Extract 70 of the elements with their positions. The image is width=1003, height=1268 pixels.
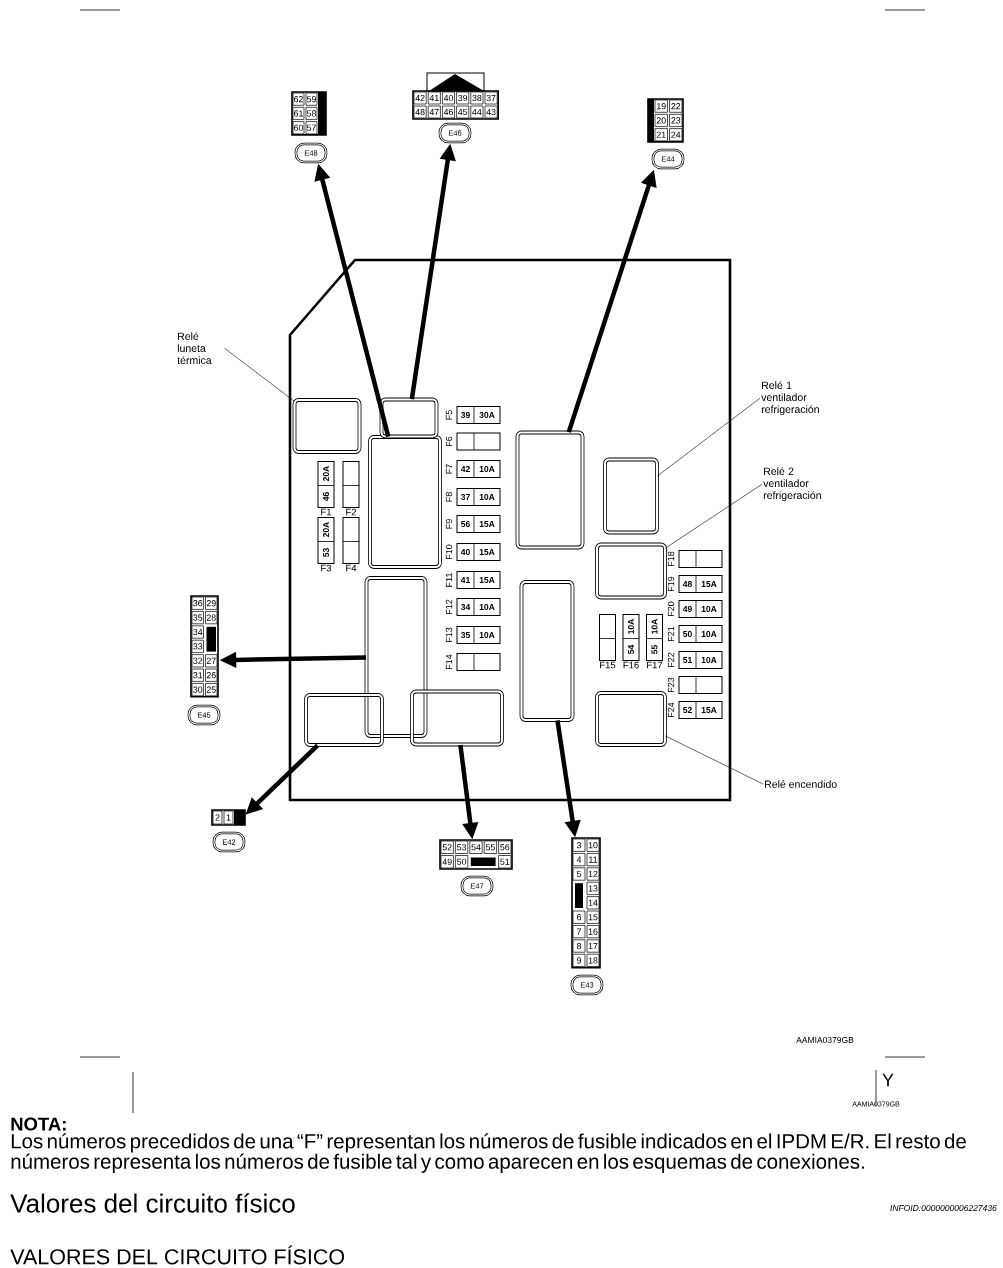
- fuse-label: F22: [667, 652, 675, 667]
- leader-line: [665, 735, 764, 785]
- fuse-label: F6: [445, 436, 453, 446]
- fuse-label: F5: [445, 410, 453, 420]
- connector-socket: [364, 576, 428, 738]
- fuse: 51 10A: [678, 651, 723, 669]
- fuse: 48 15A: [678, 575, 723, 593]
- fuse-label: F12: [445, 599, 453, 614]
- fuse: 50 10A: [678, 625, 723, 643]
- fuse-label: F10: [445, 544, 453, 559]
- relay: [595, 542, 667, 600]
- fuse: 40 15A: [456, 543, 501, 561]
- fuse: 55 10A: [646, 614, 663, 661]
- fuse-label: F1: [321, 508, 332, 516]
- fuse-label: F19: [667, 576, 675, 591]
- fuse-label: F3: [321, 564, 332, 572]
- fuse-label: F23: [667, 677, 675, 692]
- fuse: 46 20A: [317, 461, 335, 508]
- fuse: 53 20A: [317, 517, 335, 564]
- fuse-label: F17: [647, 661, 663, 669]
- fuse: 56 15A: [456, 515, 501, 533]
- fuse: 35 10A: [456, 626, 501, 644]
- node-label: 1: [226, 814, 231, 821]
- connector-socket: [304, 693, 384, 747]
- fuse-label: F13: [445, 627, 453, 642]
- fuse-label: F20: [667, 601, 675, 616]
- fuse-label: F15: [600, 661, 616, 669]
- connector-socket: [368, 435, 442, 569]
- fuse-box-outline: [288, 258, 732, 802]
- connector-socket: [379, 397, 439, 439]
- leader-line: [657, 397, 761, 477]
- fuse-label: F4: [346, 564, 357, 572]
- fuse-label: F18: [667, 551, 675, 566]
- note-heading: NOTA:: [11, 1117, 66, 1131]
- fuse: 49 10A: [678, 600, 723, 618]
- fuse: 41 15A: [456, 571, 501, 589]
- section-heading: VALORES DEL CIRCUITO FÍSICO: [10, 1245, 345, 1265]
- connector-socket: [410, 689, 504, 747]
- node-label: 2: [215, 814, 220, 821]
- fuse: 34 10A: [456, 598, 501, 616]
- relay: [292, 398, 362, 454]
- relay-label: Relé 2 ventilador refrigeración: [763, 467, 821, 502]
- fuse-label: F2: [346, 508, 357, 516]
- connector-socket: [519, 580, 575, 722]
- relay: [595, 691, 667, 747]
- fuse-label: F16: [623, 661, 639, 669]
- relay-label: Relé luneta térmica: [177, 332, 212, 365]
- fuse: 52 15A: [678, 701, 723, 719]
- axis-letter: Y: [882, 1073, 894, 1087]
- relay-label: Relé 1 ventilador refrigeración: [761, 381, 819, 416]
- fuse-label: F8: [445, 492, 453, 502]
- relay: [603, 457, 659, 535]
- fuse-label: F9: [445, 519, 453, 529]
- info-id: INFOID:0000000006227436: [890, 1205, 997, 1211]
- connector-socket: [515, 430, 585, 550]
- figure-code: AAMIA0379GB: [796, 1037, 854, 1043]
- fuse-label: F21: [667, 626, 675, 641]
- fuse: 42 10A: [456, 460, 501, 478]
- relay-label: Relé encendido: [765, 780, 837, 788]
- fuse-label: F24: [667, 702, 675, 717]
- fuse-label: F14: [445, 654, 453, 669]
- section-heading: Valores del circuito físico: [10, 1193, 295, 1213]
- leader-line: [224, 347, 295, 402]
- fuse-label: F11: [445, 573, 453, 587]
- fuse: 37 10A: [456, 488, 501, 506]
- fuse-label: F7: [445, 464, 453, 474]
- fuse: 39 30A: [456, 406, 501, 424]
- fuse: 54 10A: [622, 614, 640, 661]
- note-text: Los números precedidos de una “F” representan los números de fusible indicados en el IPDM E/R. El resto de números representa los números de fusible tal y como aparecen en los esquemas de conexiones.: [11, 1133, 966, 1173]
- leader-line: [665, 483, 763, 549]
